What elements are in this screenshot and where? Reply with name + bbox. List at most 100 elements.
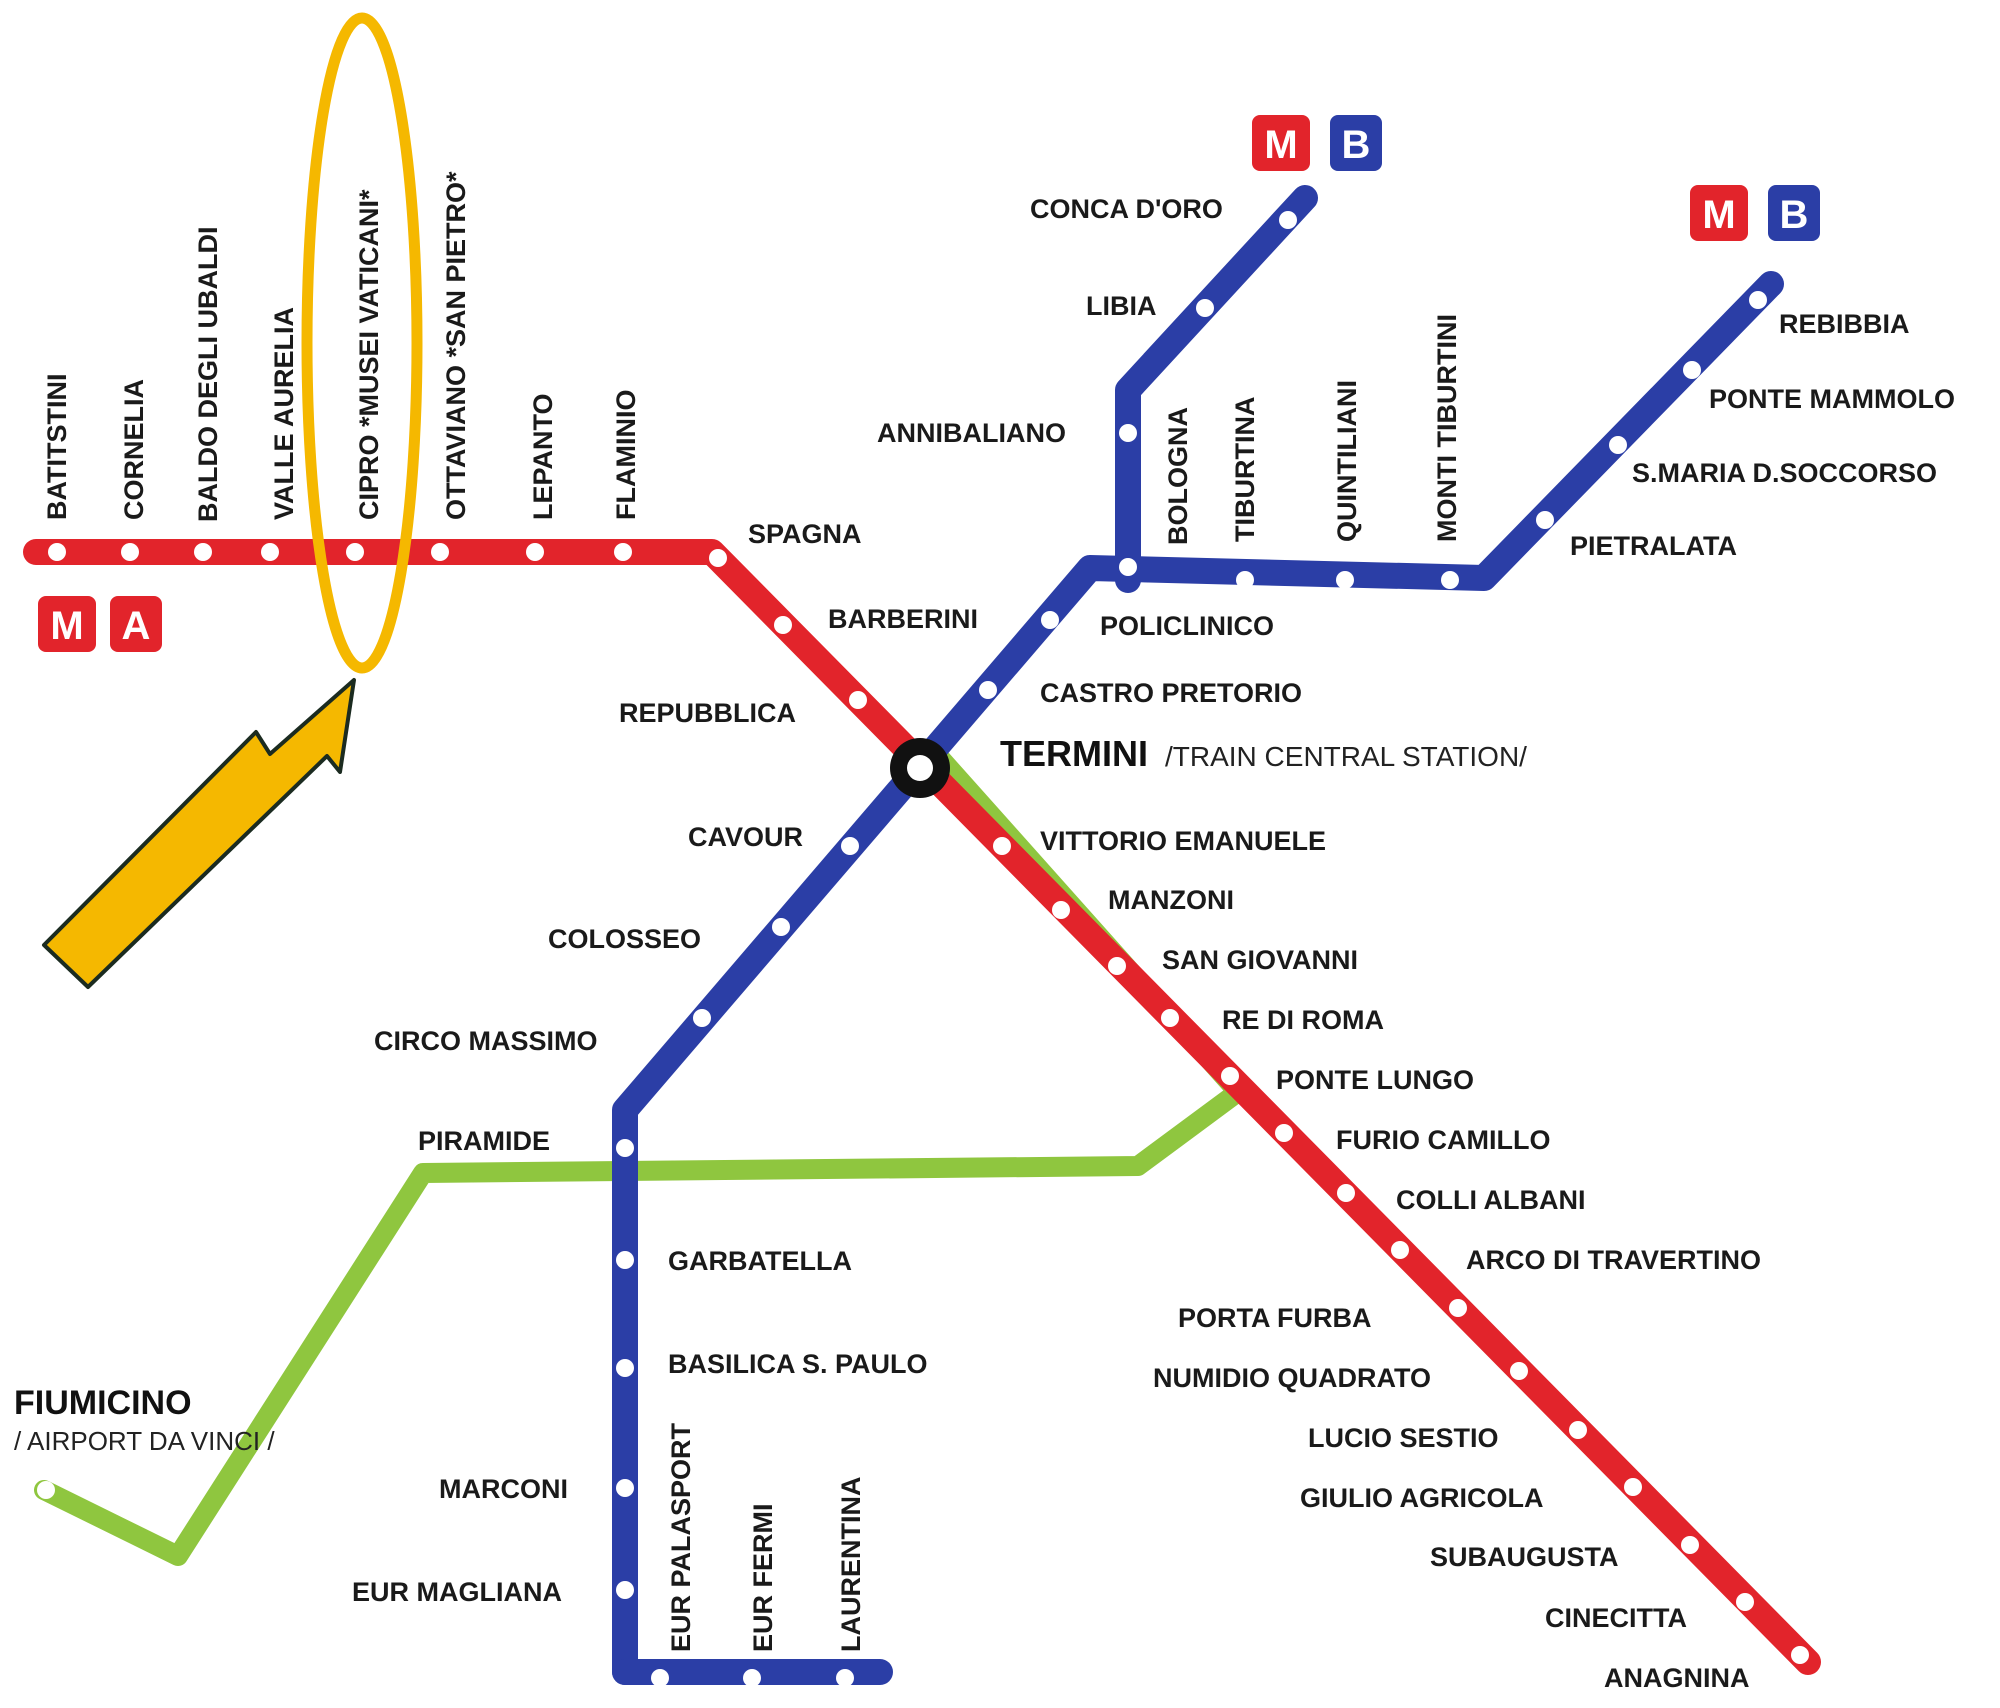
- station-label-vittorio-emanuele: VITTORIO EMANUELE: [1040, 826, 1326, 856]
- station-dot-policlinico: [1041, 611, 1059, 629]
- station-dot-spagna: [709, 549, 727, 567]
- highlight-arrow-icon: [42, 678, 356, 989]
- station-dot-flaminio: [614, 543, 632, 561]
- station-label-ponte-lungo: PONTE LUNGO: [1276, 1065, 1474, 1095]
- fiumicino-label: FIUMICINO: [14, 1384, 192, 1422]
- station-dot-quintiliani: [1336, 571, 1354, 589]
- station-dot-cipro: [346, 543, 364, 561]
- station-label-cornelia: CORNELIA: [119, 379, 149, 520]
- station-label-marconi: MARCONI: [439, 1474, 568, 1504]
- station-dot-garbatella: [616, 1251, 634, 1269]
- station-label-monti-tiburtini: MONTI TIBURTINI: [1432, 314, 1462, 542]
- station-dot-piramide: [616, 1139, 634, 1157]
- station-dot-manzoni: [1052, 901, 1070, 919]
- station-label-barberini: BARBERINI: [828, 604, 978, 634]
- station-dot-annibaliano: [1119, 424, 1137, 442]
- station-dot-eur-magliana: [616, 1581, 634, 1599]
- station-label-spagna: SPAGNA: [748, 519, 862, 549]
- station-dot-cornelia: [121, 543, 139, 561]
- station-label-ottaviano: OTTAVIANO *SAN PIETRO*: [441, 171, 471, 520]
- station-dot-valle-aurelia: [261, 543, 279, 561]
- station-label-lepanto: LEPANTO: [528, 393, 558, 520]
- station-dot-circo-massimo: [693, 1009, 711, 1027]
- badge-metro-b2-text: M: [1702, 193, 1735, 237]
- station-label-giulio-agricola: GIULIO AGRICOLA: [1300, 1483, 1544, 1513]
- fiumicino-subtitle: / AIRPORT DA VINCI /: [14, 1426, 275, 1456]
- station-dot-colosseo: [772, 918, 790, 936]
- station-dot-san-giovanni: [1108, 957, 1126, 975]
- station-label-anagnina: ANAGNINA: [1604, 1663, 1750, 1693]
- termini-subtitle: /TRAIN CENTRAL STATION/: [1165, 741, 1527, 772]
- termini-label: TERMINI: [1000, 733, 1148, 774]
- station-dot-porta-furba: [1449, 1299, 1467, 1317]
- station-label-valle-aurelia: VALLE AURELIA: [269, 307, 299, 520]
- station-dot-ponte-mammolo: [1683, 361, 1701, 379]
- station-label-cipro: CIPRO *MUSEI VATICANI*: [354, 189, 384, 520]
- station-dots: [37, 211, 1809, 1687]
- station-label-tiburtina: TIBURTINA: [1230, 397, 1260, 542]
- station-label-s-maria-d-soccorso: S.MARIA D.SOCCORSO: [1632, 458, 1937, 488]
- station-dot-barberini: [774, 616, 792, 634]
- station-label-colosseo: COLOSSEO: [548, 924, 701, 954]
- station-label-re-di-roma: RE DI ROMA: [1222, 1005, 1384, 1035]
- station-dot-lepanto: [526, 543, 544, 561]
- station-label-policlinico: POLICLINICO: [1100, 611, 1274, 641]
- station-label-rebibbia: REBIBBIA: [1779, 309, 1910, 339]
- station-label-pietralata: PIETRALATA: [1570, 531, 1737, 561]
- station-dot-batitstini: [48, 543, 66, 561]
- station-dot-repubblica: [849, 691, 867, 709]
- station-dot-castro-pretorio: [979, 681, 997, 699]
- station-label-colli-albani: COLLI ALBANI: [1396, 1185, 1585, 1215]
- station-dot-libia: [1196, 299, 1214, 317]
- station-dot-s-maria-d-soccorso: [1609, 436, 1627, 454]
- station-dot-cavour: [841, 837, 859, 855]
- station-dot-conca-doro: [1279, 211, 1297, 229]
- station-dot-basilica-s-paulo: [616, 1359, 634, 1377]
- station-label-conca-doro: CONCA D'ORO: [1030, 194, 1223, 224]
- station-label-piramide: PIRAMIDE: [418, 1126, 550, 1156]
- station-label-laurentina: LAURENTINA: [836, 1477, 866, 1653]
- station-dot-arco-di-travertino: [1391, 1241, 1409, 1259]
- station-label-batitstini: BATITSTINI: [42, 374, 72, 520]
- station-dot-pietralata: [1536, 511, 1554, 529]
- station-dot-eur-fermi: [743, 1669, 761, 1687]
- station-label-cavour: CAVOUR: [688, 822, 803, 852]
- station-dot-eur-palasport: [651, 1669, 669, 1687]
- station-label-manzoni: MANZONI: [1108, 885, 1234, 915]
- highlight-ellipse: [301, 12, 423, 674]
- station-label-quintiliani: QUINTILIANI: [1332, 380, 1362, 542]
- station-label-repubblica: REPUBBLICA: [619, 698, 796, 728]
- line-b-branch: [1115, 185, 1318, 593]
- badge-line-b2-text: B: [1780, 193, 1809, 237]
- station-dot-vittorio-emanuele: [993, 837, 1011, 855]
- station-dot-fiumicino: [37, 1481, 55, 1499]
- station-dot-furio-camillo: [1275, 1124, 1293, 1142]
- station-dot-rebibbia: [1749, 291, 1767, 309]
- station-dot-bologna: [1119, 558, 1137, 576]
- station-label-bologna: BOLOGNA: [1163, 407, 1193, 545]
- station-label-cinecitta: CINECITTA: [1545, 1603, 1687, 1633]
- station-dot-numidio-quadrato: [1510, 1362, 1528, 1380]
- station-dot-baldo-degli-ubaldi: [194, 543, 212, 561]
- station-label-flaminio: FLAMINIO: [611, 390, 641, 520]
- station-dot-monti-tiburtini: [1441, 571, 1459, 589]
- termini-interchange-center: [907, 755, 933, 781]
- station-label-ponte-mammolo: PONTE MAMMOLO: [1709, 384, 1955, 414]
- station-label-lucio-sestio: LUCIO SESTIO: [1308, 1423, 1499, 1453]
- station-dot-colli-albani: [1337, 1184, 1355, 1202]
- station-dot-subaugusta: [1681, 1536, 1699, 1554]
- station-label-basilica-s-paulo: BASILICA S. PAULO: [668, 1349, 928, 1379]
- station-label-numidio-quadrato: NUMIDIO QUADRATO: [1153, 1363, 1431, 1393]
- station-dot-tiburtina: [1236, 571, 1254, 589]
- station-label-circo-massimo: CIRCO MASSIMO: [374, 1026, 598, 1056]
- station-dot-laurentina: [836, 1669, 854, 1687]
- line-b-main: [612, 271, 1784, 1685]
- badge-line-b-east: M B: [1690, 185, 1820, 241]
- station-dot-cinecitta: [1736, 1593, 1754, 1611]
- station-dot-re-di-roma: [1161, 1009, 1179, 1027]
- station-label-arco-di-travertino: ARCO DI TRAVERTINO: [1466, 1245, 1761, 1275]
- station-dot-ottaviano: [431, 543, 449, 561]
- station-dot-anagnina: [1791, 1646, 1809, 1664]
- station-label-annibaliano: ANNIBALIANO: [877, 418, 1066, 448]
